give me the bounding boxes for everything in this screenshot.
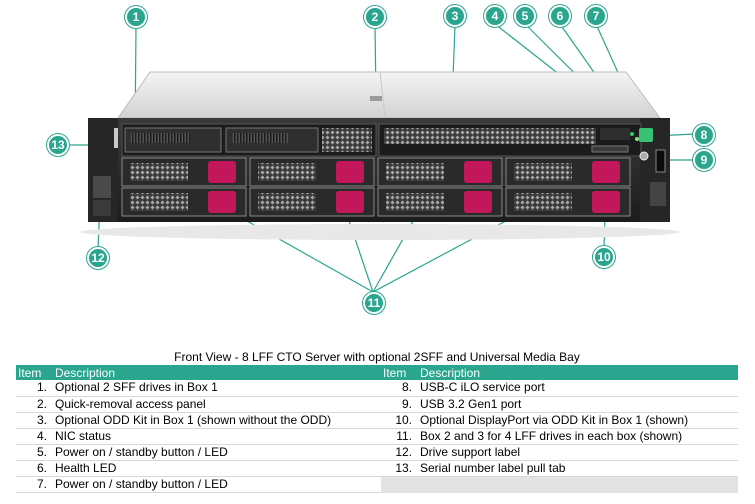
item-description: Power on / standby button / LED: [53, 444, 381, 461]
column-header-description: Description: [418, 365, 738, 380]
callout-8: 8: [693, 124, 715, 146]
column-header-description: Description: [53, 365, 381, 380]
item-number: 2.: [16, 396, 53, 413]
item-number: 3.: [16, 412, 53, 429]
table-row: 4. NIC status 11. Box 2 and 3 for 4 LFF …: [16, 428, 738, 445]
item-description: USB-C iLO service port: [418, 380, 738, 397]
server-front-figure: 1 2 3 4 5 6 7 8 9 10 11 12 13: [47, 5, 715, 314]
column-header-item: Item: [16, 365, 53, 380]
item-number: 9.: [381, 396, 418, 413]
table-row: 3. Optional ODD Kit in Box 1 (shown with…: [16, 412, 738, 429]
item-number: 5.: [16, 444, 53, 461]
table-row: 6. Health LED 13. Serial number label pu…: [16, 460, 738, 477]
item-description: Optional 2 SFF drives in Box 1: [53, 380, 381, 397]
item-description: Box 2 and 3 for 4 LFF drives in each box…: [418, 428, 738, 445]
item-number: 10.: [381, 412, 418, 429]
callout-13: 13: [47, 134, 69, 156]
callout-1: 1: [125, 6, 147, 28]
table-row: 2. Quick-removal access panel 9. USB 3.2…: [16, 396, 738, 413]
callout-9: 9: [693, 149, 715, 171]
item-description: Drive support label: [418, 444, 738, 461]
item-description: Power on / standby button / LED: [53, 476, 381, 493]
item-number: 7.: [16, 476, 53, 493]
table-row: 7. Power on / standby button / LED: [16, 476, 738, 493]
table-row: 1. Optional 2 SFF drives in Box 1 8. USB…: [16, 380, 738, 397]
table-header-row: Item Description Item Description: [16, 365, 738, 380]
callout-3: 3: [444, 5, 466, 27]
item-number: 6.: [16, 460, 53, 477]
callout-10: 10: [593, 246, 615, 268]
item-number: 8.: [381, 380, 418, 397]
callout-4: 4: [484, 5, 506, 27]
component-legend-table: Item Description Item Description 1. Opt…: [16, 365, 738, 493]
item-number: 11.: [381, 428, 418, 445]
callout-11: 11: [363, 292, 385, 314]
item-description: NIC status: [53, 428, 381, 445]
callout-2: 2: [364, 6, 386, 28]
item-description: Optional ODD Kit in Box 1 (shown without…: [53, 412, 381, 429]
lff-drive-bays: [121, 157, 631, 217]
item-description: Optional DisplayPort via ODD Kit in Box …: [418, 412, 738, 429]
table-row: 5. Power on / standby button / LED 12. D…: [16, 444, 738, 461]
callout-12: 12: [87, 247, 109, 269]
callout-6: 6: [549, 5, 571, 27]
callout-7: 7: [585, 5, 607, 27]
item-description: Health LED: [53, 460, 381, 477]
item-description: USB 3.2 Gen1 port: [418, 396, 738, 413]
empty-cell: [381, 476, 418, 493]
server-illustration: [70, 23, 695, 293]
column-header-item: Item: [381, 365, 418, 380]
item-description: Quick-removal access panel: [53, 396, 381, 413]
figure-caption: Front View - 8 LFF CTO Server with optio…: [174, 350, 580, 364]
empty-cell: [418, 476, 738, 493]
item-number: 1.: [16, 380, 53, 397]
item-description: Serial number label pull tab: [418, 460, 738, 477]
callout-5: 5: [514, 5, 536, 27]
item-number: 13.: [381, 460, 418, 477]
item-number: 12.: [381, 444, 418, 461]
item-number: 4.: [16, 428, 53, 445]
